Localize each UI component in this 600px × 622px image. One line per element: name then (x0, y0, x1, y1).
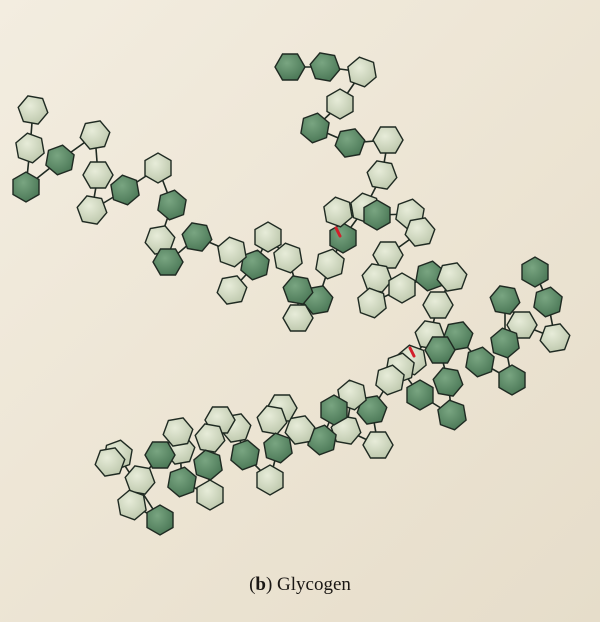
hexagon-ring-icon (357, 287, 387, 319)
hexagon-ring-icon (347, 56, 377, 88)
hexagon-ring-icon (216, 275, 248, 305)
hexagon-ring-icon (144, 441, 176, 469)
hexagon-ring-icon (274, 53, 306, 81)
caption-text: Glycogen (277, 574, 351, 595)
hexagon-ring-icon (194, 423, 226, 453)
hexagon-ring-icon (320, 394, 348, 426)
glucose-rings (12, 52, 571, 536)
hexagon-ring-icon (361, 263, 393, 293)
hexagon-ring-icon (12, 171, 40, 203)
hexagon-ring-icon (79, 120, 111, 150)
hexagon-ring-icon (437, 399, 467, 431)
hexagon-ring-icon (157, 189, 187, 221)
hexagon-ring-icon (82, 161, 114, 189)
hexagon-ring-icon (533, 286, 563, 318)
hexagon-ring-icon (76, 195, 108, 225)
hexagon-ring-icon (15, 132, 45, 164)
hexagon-ring-icon (146, 504, 174, 536)
hexagon-ring-icon (465, 346, 495, 378)
hexagon-ring-icon (117, 489, 147, 521)
hexagon-ring-icon (366, 160, 398, 190)
hexagon-ring-icon (334, 128, 366, 158)
hexagon-ring-icon (144, 152, 172, 184)
branch-bond-icon (408, 346, 416, 358)
hexagon-ring-icon (372, 241, 404, 269)
hexagon-ring-icon (45, 144, 75, 176)
hexagon-ring-icon (110, 174, 140, 206)
hexagon-ring-icon (521, 256, 549, 288)
hexagon-ring-icon (539, 323, 571, 353)
hexagon-ring-icon (404, 217, 436, 247)
hexagon-ring-icon (263, 432, 293, 464)
hexagon-ring-icon (323, 196, 353, 228)
hexagon-ring-icon (94, 447, 126, 477)
hexagon-ring-icon (256, 464, 284, 496)
hexagon-ring-icon (329, 222, 357, 254)
hexagon-ring-icon (506, 311, 538, 339)
hexagon-ring-icon (326, 88, 354, 120)
hexagon-ring-icon (489, 285, 521, 315)
hexagon-ring-icon (300, 112, 330, 144)
hexagon-ring-icon (388, 272, 416, 304)
hexagon-ring-icon (436, 262, 468, 292)
hexagon-ring-icon (282, 304, 314, 332)
hexagon-ring-icon (162, 417, 194, 447)
hexagon-ring-icon (144, 225, 176, 255)
hexagon-ring-icon (167, 466, 197, 498)
hexagon-ring-icon (196, 479, 224, 511)
hexagon-ring-icon (230, 439, 260, 471)
hexagon-ring-icon (282, 275, 314, 305)
figure-caption: (b) Glycogen (249, 574, 351, 595)
hexagon-ring-icon (315, 248, 345, 280)
hexagon-ring-icon (363, 199, 391, 231)
hexagon-ring-icon (422, 291, 454, 319)
hexagon-ring-icon (406, 379, 434, 411)
hexagon-ring-icon (490, 327, 520, 359)
hexagon-ring-icon (124, 465, 156, 495)
hexagon-ring-icon (152, 248, 184, 276)
hexagon-ring-icon (193, 449, 223, 481)
hexagon-ring-icon (309, 52, 341, 82)
hexagon-ring-icon (254, 221, 282, 253)
hexagon-ring-icon (362, 431, 394, 459)
hexagon-ring-icon (181, 222, 213, 252)
branch-bond-icon (334, 226, 342, 238)
hexagon-ring-icon (256, 405, 288, 435)
branch-points (334, 226, 416, 358)
hexagon-ring-icon (273, 242, 303, 274)
hexagon-ring-icon (498, 364, 526, 396)
hexagon-ring-icon (375, 364, 405, 396)
hexagon-ring-icon (372, 126, 404, 154)
hexagon-ring-icon (424, 336, 456, 364)
hexagon-ring-icon (217, 236, 247, 268)
hexagon-ring-icon (432, 367, 464, 397)
hexagon-ring-icon (17, 95, 49, 125)
caption-letter: b (255, 574, 266, 595)
